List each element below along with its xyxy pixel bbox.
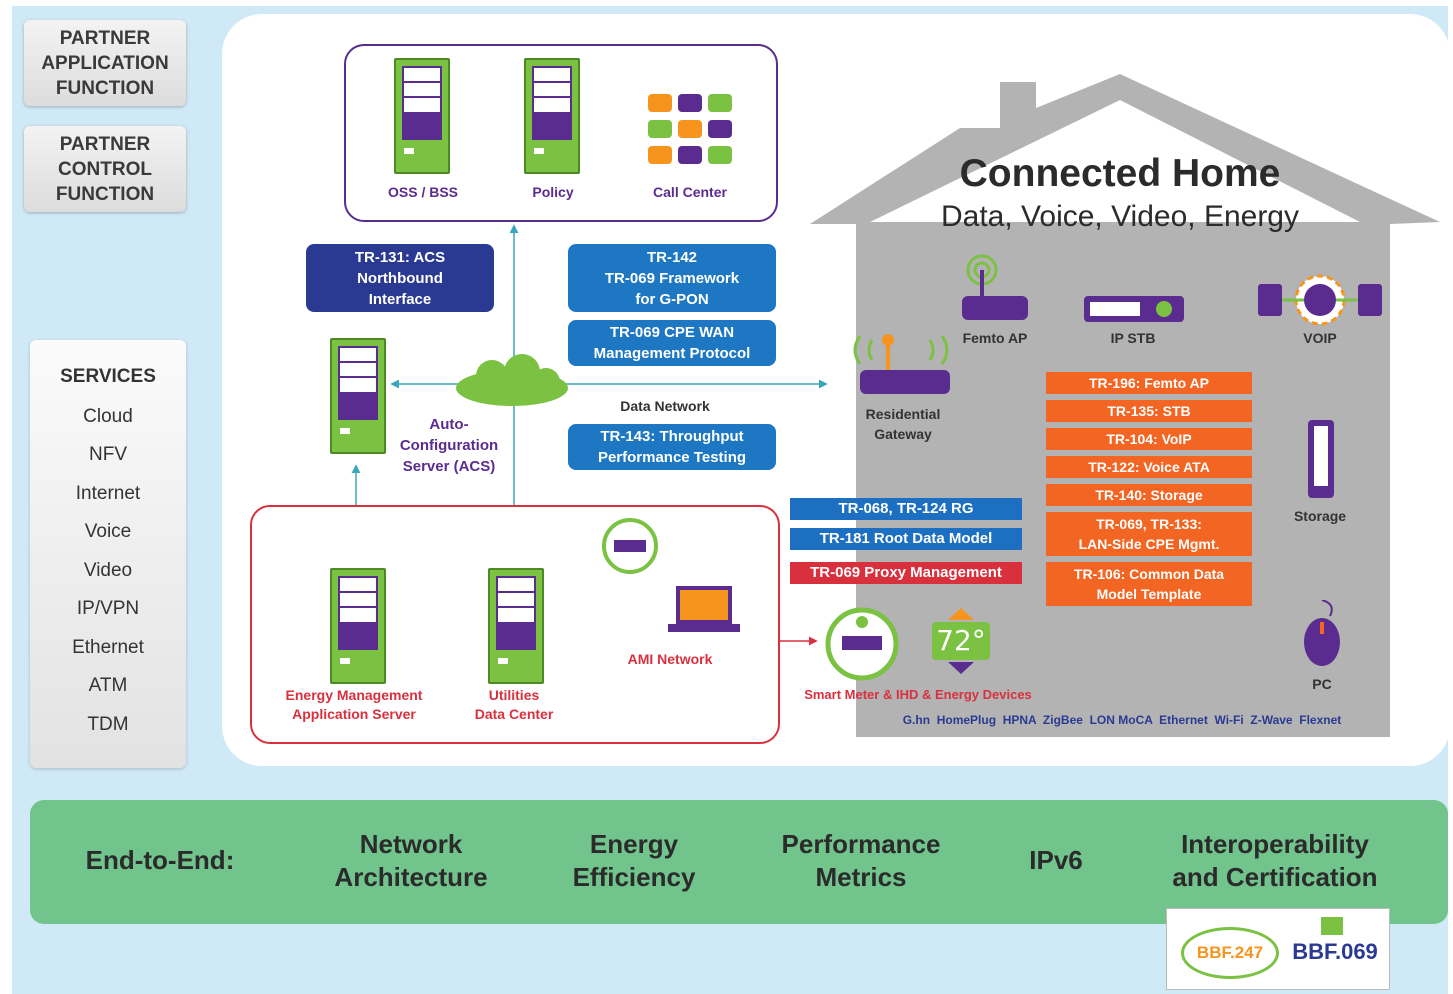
band-item-ipv6: IPv6 [1029, 845, 1083, 875]
tr140-storage-bar: TR-140: Storage [1046, 484, 1252, 506]
band-lead-label: End-to-End: [85, 845, 235, 875]
home-network-technologies: G.hn HomePlug HPNA ZigBee LON MoCA Ether… [902, 713, 1342, 727]
tr181-root-data-model-bar: TR-181 Root Data Model [790, 528, 1022, 550]
tr106-common-data-model-bar: TR-106: Common Data Model Template [1046, 562, 1252, 606]
tr122-voice-ata-bar: TR-122: Voice ATA [1046, 456, 1252, 478]
house-title: Connected Home [959, 152, 1281, 195]
tr069-tr133-lan-side-bar: TR-069, TR-133: LAN-Side CPE Mgmt. [1046, 512, 1252, 556]
partner-control-function-box: PARTNER CONTROL FUNCTION [24, 126, 186, 212]
femto-ap-label: Femto AP [962, 330, 1028, 346]
gateway-label-line: Residential [865, 406, 941, 422]
energy-management-server-icon [330, 568, 386, 684]
service-item: TDM [87, 714, 129, 735]
acs-label-line: Server (ACS) [402, 458, 496, 475]
tr135-stb-bar: TR-135: STB [1046, 400, 1252, 422]
policy-label: Policy [532, 184, 574, 200]
bbf069-logo: BBF.069 [1292, 939, 1378, 964]
acs-label-line: Configuration [399, 437, 499, 454]
band-item-energy-efficiency: Energy Efficiency [572, 829, 696, 892]
service-item: NFV [89, 444, 127, 465]
thermostat-icon: 72° [932, 622, 990, 660]
end-to-end-band [30, 800, 1448, 924]
band-item-interoperability: Interoperability and Certification [1172, 829, 1378, 892]
ip-stb-label: IP STB [1110, 330, 1156, 346]
utilities-server-icon [488, 568, 544, 684]
ems-label-line: Application Server [292, 706, 416, 722]
service-item: Ethernet [72, 637, 144, 658]
house-roof [810, 74, 1440, 224]
tr068-tr124-bar: TR-068, TR-124 RG [790, 498, 1022, 520]
policy-server-icon [524, 58, 580, 174]
smart-meter-label: Smart Meter & IHD & Energy Devices [804, 687, 1032, 702]
tr104-voip-bar: TR-104: VoIP [1046, 428, 1252, 450]
ems-label-line: Energy Management [285, 687, 423, 703]
tr069-proxy-management-bar: TR-069 Proxy Management [790, 562, 1022, 584]
data-network-cloud-icon [456, 354, 568, 406]
services-panel: SERVICES Cloud NFV Internet Voice Video … [30, 340, 186, 768]
storage-icon [1308, 420, 1334, 498]
pill-line: TR-143: Throughput [600, 428, 744, 445]
pill-line: Management Protocol [593, 345, 751, 362]
storage-label: Storage [1293, 508, 1347, 524]
services-title: SERVICES [60, 366, 156, 387]
bbf069-logo-mark [1321, 917, 1343, 935]
utilities-label-line: Data Center [474, 706, 554, 722]
pill-line: TR-142 [646, 248, 698, 266]
service-item: Video [83, 560, 133, 581]
utilities-label-line: Utilities [488, 687, 540, 703]
band-item-performance-metrics: Performance Metrics [781, 829, 941, 892]
service-item: Internet [75, 483, 141, 504]
residential-gateway-icon [853, 334, 950, 394]
band-item-network-architecture: Network Architecture [334, 829, 488, 892]
pill-line: TR-069 Framework [604, 269, 740, 287]
femto-ap-icon [962, 254, 1028, 320]
ami-network-label: AMI Network [627, 651, 713, 667]
service-item: ATM [88, 675, 128, 696]
house-subtitle: Data, Voice, Video, Energy [940, 200, 1299, 233]
tr069-cpe-wan-pill: TR-069 CPE WAN Management Protocol [568, 320, 776, 366]
meter-small-icon [602, 518, 658, 574]
data-network-label: Data Network [620, 398, 710, 414]
laptop-icon [668, 586, 740, 632]
smart-meter-icon [825, 607, 899, 681]
service-item: Cloud [83, 406, 133, 427]
pill-line: TR-131: ACS [354, 248, 446, 266]
voip-label: VOIP [1303, 330, 1337, 346]
service-item: Voice [84, 521, 132, 542]
service-item: IP/VPN [76, 598, 140, 619]
call-center-phones-icon [648, 94, 732, 164]
thermostat-arrows-icon [948, 608, 974, 674]
pill-line: Performance Testing [597, 449, 747, 466]
certification-logos-box: BBF.247 BBF.069 [1166, 908, 1390, 990]
pill-line: TR-069 CPE WAN [609, 324, 735, 341]
partner-application-function-box: PARTNER APPLICATION FUNCTION [24, 20, 186, 106]
pc-mouse-icon [1304, 600, 1340, 666]
ip-stb-icon [1084, 296, 1184, 322]
acs-label-line: Auto- [429, 416, 469, 433]
pc-label: PC [1312, 676, 1332, 692]
pill-line: Interface [368, 290, 432, 308]
tr196-femto-bar: TR-196: Femto AP [1046, 372, 1252, 394]
call-center-label: Call Center [653, 184, 727, 200]
oss-bss-server-icon [394, 58, 450, 174]
oss-bss-label: OSS / BSS [387, 184, 459, 200]
bbf247-logo: BBF.247 [1181, 927, 1279, 979]
pill-line: for G-PON [635, 290, 709, 308]
pill-line: Northbound [357, 269, 443, 287]
gateway-label-line: Gateway [874, 426, 932, 442]
acs-server-icon [330, 338, 386, 454]
voip-icon [1258, 274, 1382, 326]
